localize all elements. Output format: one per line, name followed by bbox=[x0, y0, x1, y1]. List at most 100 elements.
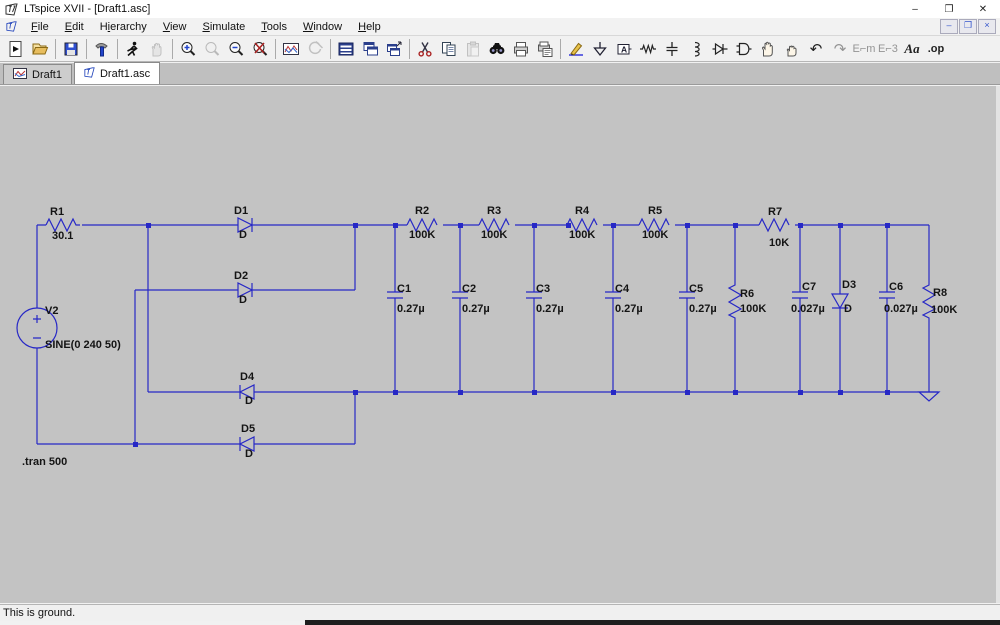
label-value[interactable]: 0.27µ bbox=[615, 303, 643, 315]
schematic-canvas[interactable]: R1 30.1 V2 SINE(0 240 50) D1 D D2 D D4 D… bbox=[0, 86, 1000, 603]
child-restore-button[interactable]: ❐ bbox=[959, 19, 977, 34]
arrange-windows-icon[interactable] bbox=[382, 38, 406, 60]
spice-directive-text[interactable]: .tran 500 bbox=[22, 456, 67, 468]
label-value[interactable]: D bbox=[239, 294, 247, 306]
label-value[interactable]: 0.27µ bbox=[536, 303, 564, 315]
undo-icon[interactable]: ↶ bbox=[804, 38, 828, 60]
label-ref[interactable]: D2 bbox=[234, 270, 248, 282]
label-ref[interactable]: R1 bbox=[50, 206, 64, 218]
label-ref[interactable]: C5 bbox=[689, 283, 703, 295]
label-ref[interactable]: C7 bbox=[802, 281, 816, 293]
window-minimize-button[interactable]: – bbox=[898, 0, 932, 18]
label-value[interactable]: D bbox=[844, 303, 852, 315]
label-ref[interactable]: C2 bbox=[462, 283, 476, 295]
child-close-button[interactable]: × bbox=[978, 19, 996, 34]
resistor-R7[interactable] bbox=[759, 219, 789, 231]
label-ref[interactable]: R7 bbox=[768, 206, 782, 218]
find-icon[interactable] bbox=[485, 38, 509, 60]
place-ground-icon[interactable] bbox=[588, 38, 612, 60]
label-ref[interactable]: D5 bbox=[241, 423, 255, 435]
label-ref[interactable]: R5 bbox=[648, 205, 662, 217]
ground-symbol[interactable] bbox=[919, 392, 939, 401]
menu-hierarchy[interactable]: Hierarchy bbox=[92, 20, 155, 34]
label-ref[interactable]: D3 bbox=[842, 279, 856, 291]
label-value[interactable]: 100K bbox=[569, 229, 595, 241]
control-panel-icon[interactable] bbox=[90, 38, 114, 60]
label-value[interactable]: 100K bbox=[642, 229, 668, 241]
status-bar: This is ground. bbox=[0, 604, 1000, 621]
redo-icon: ↷ bbox=[828, 38, 852, 60]
window-restore-button[interactable]: ❐ bbox=[932, 0, 966, 18]
zoom-back-icon[interactable] bbox=[248, 38, 272, 60]
open-icon[interactable] bbox=[28, 38, 52, 60]
tab-draft1-plot[interactable]: Draft1 bbox=[3, 64, 72, 84]
label-ref[interactable]: R2 bbox=[415, 205, 429, 217]
copy-icon[interactable] bbox=[437, 38, 461, 60]
voltage-source-V2[interactable] bbox=[17, 225, 57, 444]
place-text-icon[interactable]: Aa bbox=[900, 38, 924, 60]
place-diode-icon[interactable] bbox=[708, 38, 732, 60]
label-value[interactable]: 100K bbox=[409, 229, 435, 241]
label-value[interactable]: 10K bbox=[769, 237, 789, 249]
label-value[interactable]: 100K bbox=[740, 303, 766, 315]
label-ref[interactable]: C4 bbox=[615, 283, 629, 295]
label-value[interactable]: 0.27µ bbox=[397, 303, 425, 315]
label-ref[interactable]: R8 bbox=[933, 287, 947, 299]
menu-edit[interactable]: Edit bbox=[57, 20, 92, 34]
new-schematic-icon[interactable] bbox=[4, 38, 28, 60]
wire-left-risers[interactable] bbox=[135, 225, 148, 444]
menu-file[interactable]: File bbox=[23, 20, 57, 34]
label-value[interactable]: 0.27µ bbox=[462, 303, 490, 315]
place-capacitor-icon[interactable] bbox=[660, 38, 684, 60]
print-icon[interactable] bbox=[509, 38, 533, 60]
label-net-icon[interactable]: A bbox=[612, 38, 636, 60]
label-value[interactable]: SINE(0 240 50) bbox=[45, 339, 121, 351]
cascade-windows-icon[interactable] bbox=[358, 38, 382, 60]
save-icon[interactable] bbox=[59, 38, 83, 60]
label-ref[interactable]: C6 bbox=[889, 281, 903, 293]
draw-wire-icon[interactable] bbox=[564, 38, 588, 60]
drag-icon[interactable] bbox=[780, 38, 804, 60]
menu-window[interactable]: Window bbox=[295, 20, 350, 34]
label-value[interactable]: 30.1 bbox=[52, 230, 73, 242]
label-value[interactable]: D bbox=[245, 395, 253, 407]
window-close-button[interactable]: ✕ bbox=[966, 0, 1000, 18]
label-value[interactable]: 0.27µ bbox=[689, 303, 717, 315]
label-ref[interactable]: R3 bbox=[487, 205, 501, 217]
zoom-in-icon[interactable] bbox=[176, 38, 200, 60]
child-minimize-button[interactable]: – bbox=[940, 19, 958, 34]
label-ref[interactable]: C1 bbox=[397, 283, 411, 295]
label-value[interactable]: 100K bbox=[481, 229, 507, 241]
menu-help[interactable]: Help bbox=[350, 20, 389, 34]
label-ref[interactable]: D4 bbox=[240, 371, 254, 383]
label-value[interactable]: D bbox=[239, 229, 247, 241]
label-ref[interactable]: D1 bbox=[234, 205, 248, 217]
tab-draft1-schematic[interactable]: Draft1.asc bbox=[74, 62, 160, 84]
zoom-out-icon[interactable] bbox=[224, 38, 248, 60]
label-ref[interactable]: R4 bbox=[575, 205, 589, 217]
menu-simulate[interactable]: Simulate bbox=[194, 20, 253, 34]
label-value[interactable]: D bbox=[245, 448, 253, 460]
label-ref[interactable]: V2 bbox=[45, 305, 58, 317]
label-value[interactable]: 0.027µ bbox=[791, 303, 825, 315]
print-preview-icon[interactable] bbox=[533, 38, 557, 60]
diode-D5[interactable] bbox=[37, 392, 355, 451]
waveform-settings-icon[interactable] bbox=[279, 38, 303, 60]
label-ref[interactable]: R6 bbox=[740, 288, 754, 300]
menu-tools[interactable]: Tools bbox=[253, 20, 295, 34]
tile-windows-icon[interactable] bbox=[334, 38, 358, 60]
run-icon[interactable] bbox=[121, 38, 145, 60]
label-value[interactable]: 100K bbox=[931, 304, 957, 316]
place-component-icon[interactable] bbox=[732, 38, 756, 60]
paste-icon bbox=[461, 38, 485, 60]
menu-view[interactable]: View bbox=[155, 20, 195, 34]
place-inductor-icon[interactable] bbox=[684, 38, 708, 60]
diode-D4[interactable] bbox=[148, 385, 938, 399]
move-icon[interactable] bbox=[756, 38, 780, 60]
label-ref[interactable]: C3 bbox=[536, 283, 550, 295]
label-value[interactable]: 0.027µ bbox=[884, 303, 918, 315]
zoom-full-extents-icon bbox=[200, 38, 224, 60]
place-resistor-icon[interactable] bbox=[636, 38, 660, 60]
cut-icon[interactable] bbox=[413, 38, 437, 60]
spice-directive-icon[interactable]: .op bbox=[924, 38, 948, 60]
